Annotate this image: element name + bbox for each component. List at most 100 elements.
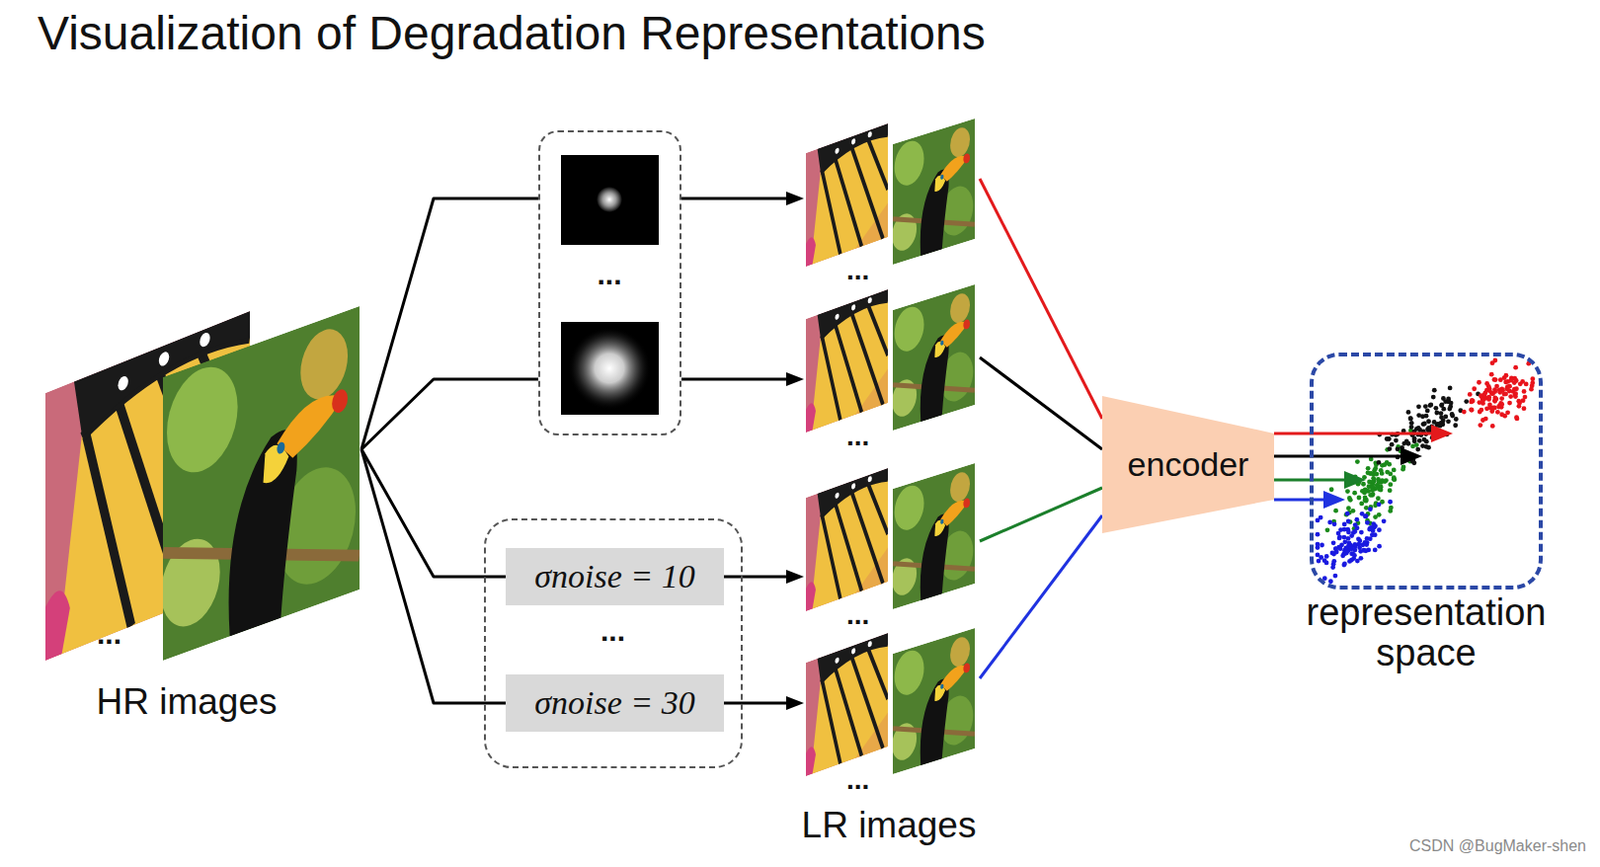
- scatter-point: [1376, 460, 1382, 466]
- connector: [1274, 433, 1441, 435]
- scatter-point: [1395, 446, 1401, 452]
- scatter-point: [1517, 403, 1522, 409]
- scatter-point: [1367, 536, 1373, 542]
- lr-image-pair: ...: [801, 122, 980, 286]
- scatter-point: [1415, 447, 1421, 453]
- scatter-point: [1331, 561, 1337, 567]
- scatter-point: [1445, 418, 1451, 424]
- scatter-point: [1356, 536, 1361, 542]
- scatter-point: [1529, 376, 1535, 382]
- scatter-point: [1333, 508, 1339, 514]
- scatter-point: [1498, 377, 1504, 383]
- scatter-point: [1492, 377, 1498, 383]
- scatter-point: [1509, 378, 1515, 384]
- scatter-point: [1367, 492, 1373, 498]
- ellipsis: ...: [485, 619, 740, 643]
- noise-sigma: σnoise = 30: [534, 683, 695, 722]
- scatter-point: [1324, 560, 1330, 566]
- scatter-point: [1409, 424, 1415, 430]
- scatter-point: [1494, 384, 1500, 390]
- scatter-point: [1521, 389, 1527, 395]
- scatter-point: [1483, 416, 1489, 422]
- scatter-point: [1386, 446, 1392, 452]
- lr-image-pair: ...: [801, 632, 980, 796]
- scatter-point: [1387, 499, 1393, 505]
- lr-image-pair: ...: [801, 467, 980, 631]
- scatter-point: [1373, 472, 1379, 478]
- scatter-point: [1363, 488, 1369, 494]
- scatter-point: [1342, 535, 1348, 541]
- scatter-point: [1376, 512, 1382, 518]
- watermark: CSDN @BugMaker-shen: [1409, 837, 1587, 856]
- lr-image-pair: ...: [801, 288, 980, 452]
- scatter-point: [1386, 462, 1392, 468]
- scatter-point: [1372, 548, 1378, 554]
- butterfly-image: [805, 468, 888, 612]
- toucan-image: [160, 306, 360, 662]
- scatter-point: [1362, 548, 1368, 554]
- scatter-point: [1489, 391, 1495, 397]
- connector-line: [681, 197, 795, 201]
- connector: [979, 357, 1103, 450]
- scatter-point: [1329, 486, 1335, 492]
- toucan-image: [891, 463, 975, 610]
- scatter-point: [1442, 414, 1448, 420]
- scatter-point: [1381, 518, 1387, 524]
- scatter-point: [1416, 412, 1422, 418]
- scatter-point: [1412, 436, 1418, 442]
- butterfly-image: [805, 633, 888, 777]
- scatter-point: [1452, 422, 1458, 428]
- scatter-point: [1467, 392, 1473, 398]
- scatter-point: [1346, 505, 1352, 511]
- noise-level-box: ... σnoise = 10 σnoise = 30: [483, 518, 743, 769]
- scatter-point: [1352, 553, 1358, 559]
- scatter-point: [1387, 508, 1393, 514]
- encoder-fill: [1102, 396, 1275, 534]
- scatter-point: [1389, 442, 1395, 448]
- kernel-small-spot: [596, 186, 623, 213]
- scatter-point: [1431, 395, 1437, 400]
- scatter-point: [1378, 468, 1384, 474]
- scatter-point: [1434, 410, 1440, 416]
- scatter-point: [1376, 527, 1382, 533]
- kernel-small: [560, 155, 659, 245]
- scatter-point: [1443, 432, 1449, 438]
- connector-line: [1274, 455, 1411, 459]
- scatter-point: [1430, 435, 1436, 441]
- scatter-point: [1497, 390, 1503, 396]
- scatter-point: [1357, 480, 1362, 485]
- scatter-point: [1353, 548, 1359, 554]
- noise-setting: σnoise = 10: [505, 548, 724, 606]
- scatter-point: [1346, 530, 1352, 536]
- scatter-point: [1331, 540, 1337, 546]
- scatter-point: [1521, 405, 1527, 411]
- toucan-image: [891, 118, 975, 265]
- scatter-point: [1523, 381, 1529, 387]
- scatter-point: [1499, 396, 1505, 401]
- scatter-point: [1440, 406, 1446, 412]
- scatter-point: [1364, 520, 1370, 526]
- scatter-point: [1318, 555, 1324, 560]
- connector-line: [681, 378, 795, 382]
- connector-line: [1274, 432, 1441, 436]
- scatter-point: [1333, 573, 1339, 579]
- toucan-image: [891, 284, 975, 431]
- scatter-point: [1433, 405, 1439, 411]
- scatter-point: [1399, 445, 1405, 451]
- butterfly-image: [805, 289, 888, 433]
- scatter-point: [1505, 409, 1511, 415]
- scatter-point: [1363, 513, 1369, 519]
- scatter-point: [1378, 480, 1384, 485]
- scatter-point: [1357, 545, 1362, 551]
- scatter-point: [1362, 540, 1368, 546]
- noise-sigma: σnoise = 10: [534, 557, 695, 596]
- scatter-point: [1366, 483, 1372, 489]
- scatter-point: [1387, 472, 1393, 478]
- scatter-point: [1490, 423, 1496, 429]
- scatter-point: [1369, 487, 1375, 493]
- ellipsis: ...: [540, 262, 679, 287]
- connector: [1274, 499, 1334, 501]
- encoder-trapezoid: encoder: [1102, 396, 1275, 534]
- scatter-point: [1486, 397, 1492, 402]
